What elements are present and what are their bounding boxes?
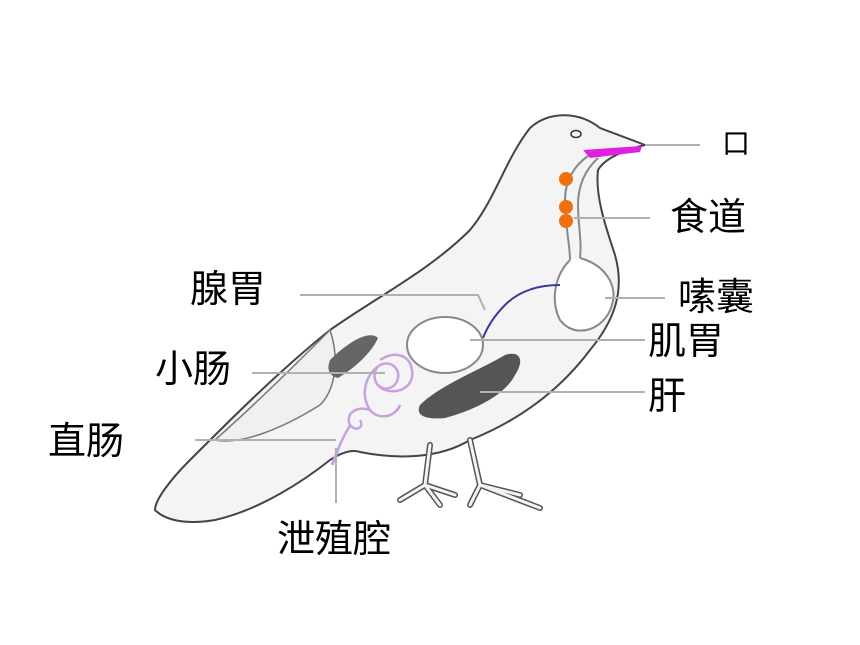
- bird-eye: [570, 129, 582, 139]
- label-small-intestine: 小肠: [155, 347, 232, 391]
- esophagus-tube-outer: [576, 157, 599, 259]
- liver-organ: [418, 353, 521, 419]
- label-crop: 嗉囊: [678, 275, 755, 319]
- leader-proventriculus: [300, 294, 486, 311]
- label-mouth: 口: [722, 127, 751, 160]
- esophagus-dot-3: [559, 214, 573, 228]
- gizzard-organ: [406, 316, 484, 374]
- label-rectum: 直肠: [48, 419, 125, 463]
- esophagus-dot-2: [559, 200, 573, 214]
- label-gizzard: 肌胃: [648, 319, 725, 363]
- esophagus-dot-1: [559, 172, 573, 186]
- esophagus-tube: [563, 155, 589, 261]
- digestive-tract-line: [482, 284, 561, 339]
- crop-organ: [553, 257, 615, 332]
- bird-feet-inner: [398, 438, 542, 510]
- small-intestine-organ: [336, 353, 414, 451]
- label-liver: 肝: [648, 374, 687, 418]
- label-cloaca: 泄殖腔: [277, 517, 392, 561]
- bird-right-leg: [467, 437, 543, 511]
- kidney-organ: [328, 335, 378, 378]
- beak-highlight: [583, 146, 642, 158]
- bird-wing: [213, 328, 336, 442]
- label-proventriculus: 腺胃: [190, 267, 267, 311]
- label-esophagus: 食道: [670, 195, 747, 239]
